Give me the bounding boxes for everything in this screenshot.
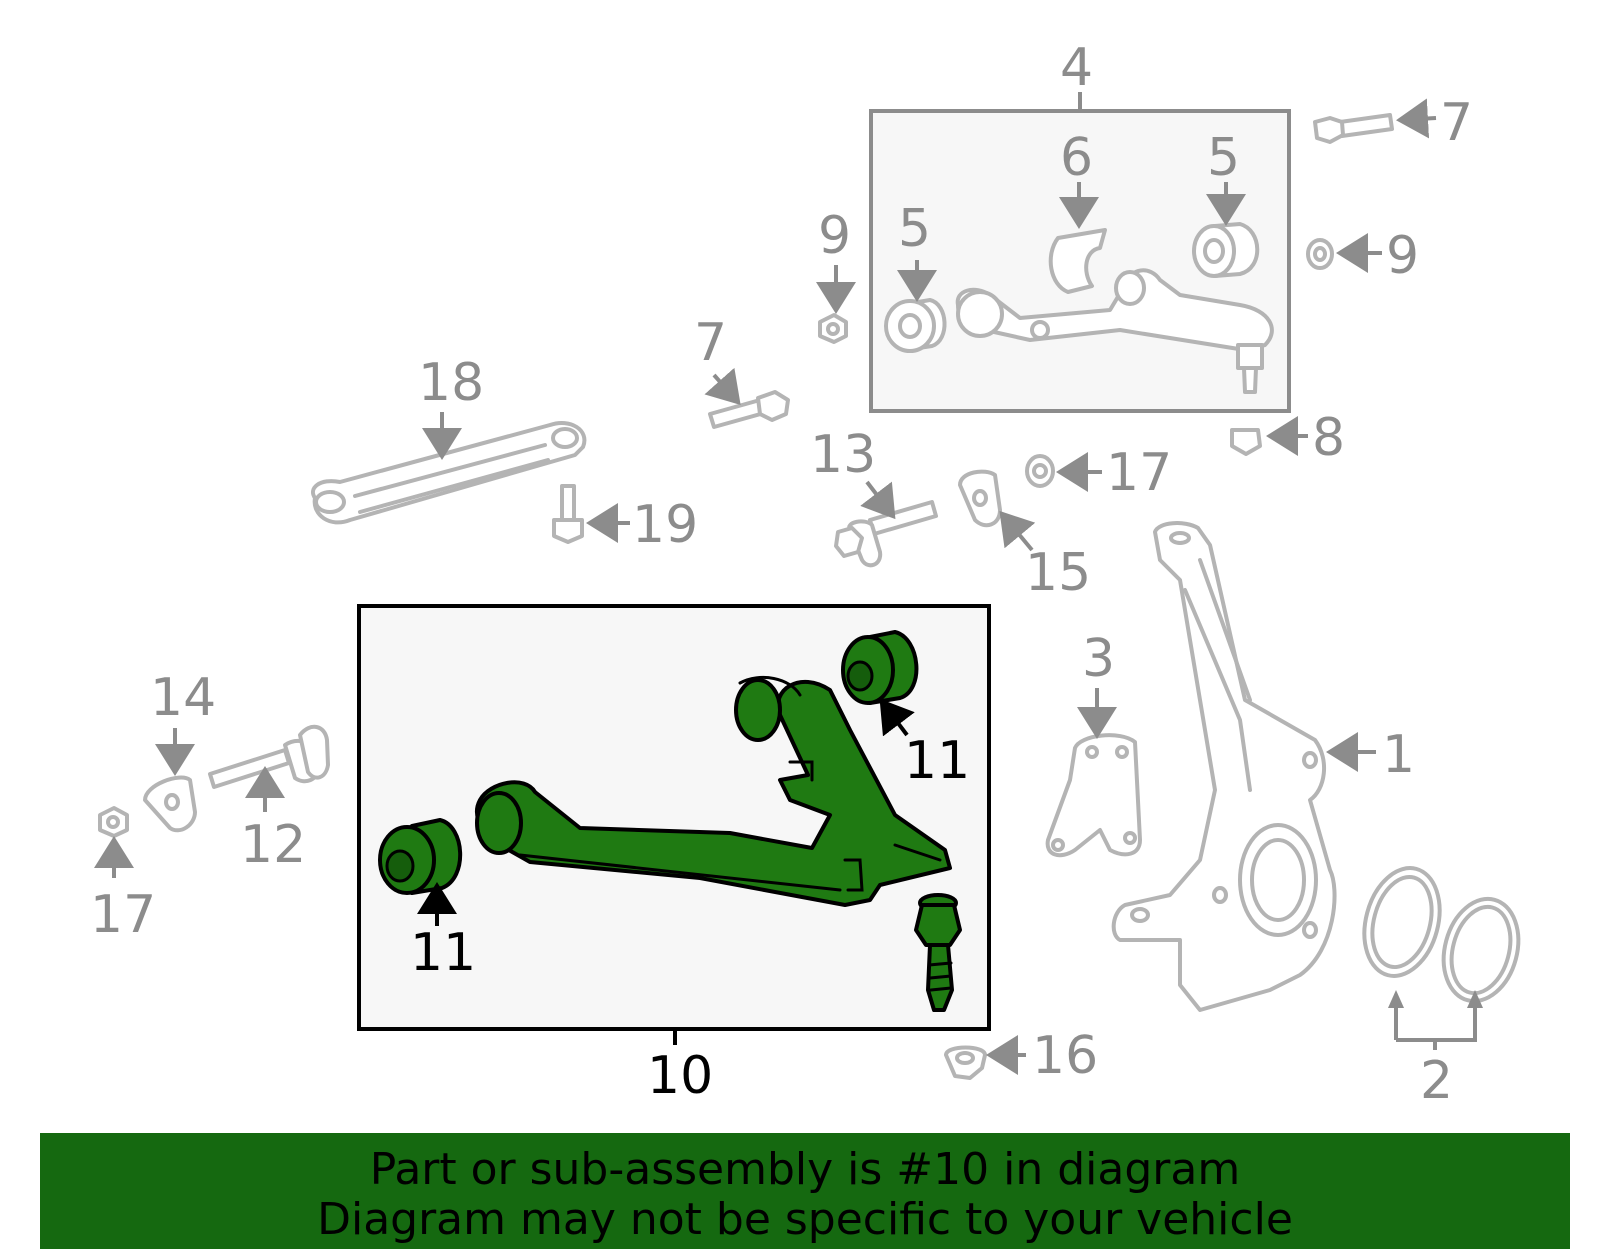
nut-16 (944, 1045, 987, 1080)
callout-9-right: 9 (1386, 226, 1419, 286)
leaders (94, 98, 1483, 1075)
bolt-19 (552, 484, 584, 544)
callout-5-right: 5 (1207, 128, 1240, 188)
lower-bushing-left (378, 818, 463, 895)
seal-2-right (1441, 896, 1521, 1004)
callout-7-middle: 7 (694, 313, 727, 373)
callout-13: 13 (810, 425, 876, 485)
callout-9-left: 9 (818, 206, 851, 266)
callout-15: 15 (1025, 543, 1091, 603)
callout-4: 4 (1060, 38, 1093, 98)
callout-11-left: 11 (410, 923, 476, 983)
callout-7-upper: 7 (1440, 93, 1473, 153)
callout-19: 19 (632, 495, 698, 555)
upper-control-arm (955, 268, 1274, 394)
upper-bushing-right (1192, 222, 1260, 278)
steering-knuckle (1111, 521, 1337, 1012)
shield-3 (1045, 733, 1142, 858)
nut-9-right (1306, 238, 1334, 270)
callout-17-left: 17 (90, 885, 156, 945)
lower-control-arm (474, 675, 952, 907)
lower-ball-joint (914, 893, 962, 1012)
nut-9-left (818, 313, 848, 344)
callout-11-right: 11 (904, 731, 970, 791)
lower-bushing-right (841, 630, 919, 705)
cam-washer-15 (958, 469, 1002, 528)
bolt-7-upper (1313, 113, 1394, 144)
callout-18: 18 (418, 353, 484, 413)
upper-bushing-left (884, 298, 947, 353)
nut-17-left (98, 806, 129, 838)
banner-line-1: Part or sub-assembly is #10 in diagram (369, 1144, 1241, 1195)
callout-1: 1 (1382, 725, 1415, 785)
callout-12: 12 (240, 815, 306, 875)
nut-17-upper (1025, 454, 1055, 488)
cam-bolt-13 (834, 500, 938, 568)
cam-bolt-12 (208, 724, 330, 789)
nut-8 (1230, 428, 1262, 456)
info-banner: Part or sub-assembly is #10 in diagram D… (40, 1133, 1570, 1249)
callout-6: 6 (1060, 128, 1093, 188)
callout-2: 2 (1420, 1051, 1453, 1111)
seal-2-left (1362, 866, 1442, 978)
banner-line-2: Diagram may not be specific to your vehi… (317, 1194, 1293, 1245)
callout-8: 8 (1312, 408, 1345, 468)
callout-3: 3 (1082, 629, 1115, 689)
callout-5-left: 5 (898, 199, 931, 259)
upper-bracket (1048, 228, 1107, 294)
callout-16: 16 (1032, 1026, 1098, 1086)
callout-14: 14 (150, 668, 216, 728)
cam-washer-14 (143, 775, 197, 833)
lateral-link (311, 421, 587, 525)
callout-17-upper: 17 (1106, 443, 1172, 503)
bolt-7-middle (708, 390, 790, 429)
callout-10: 10 (647, 1046, 713, 1106)
